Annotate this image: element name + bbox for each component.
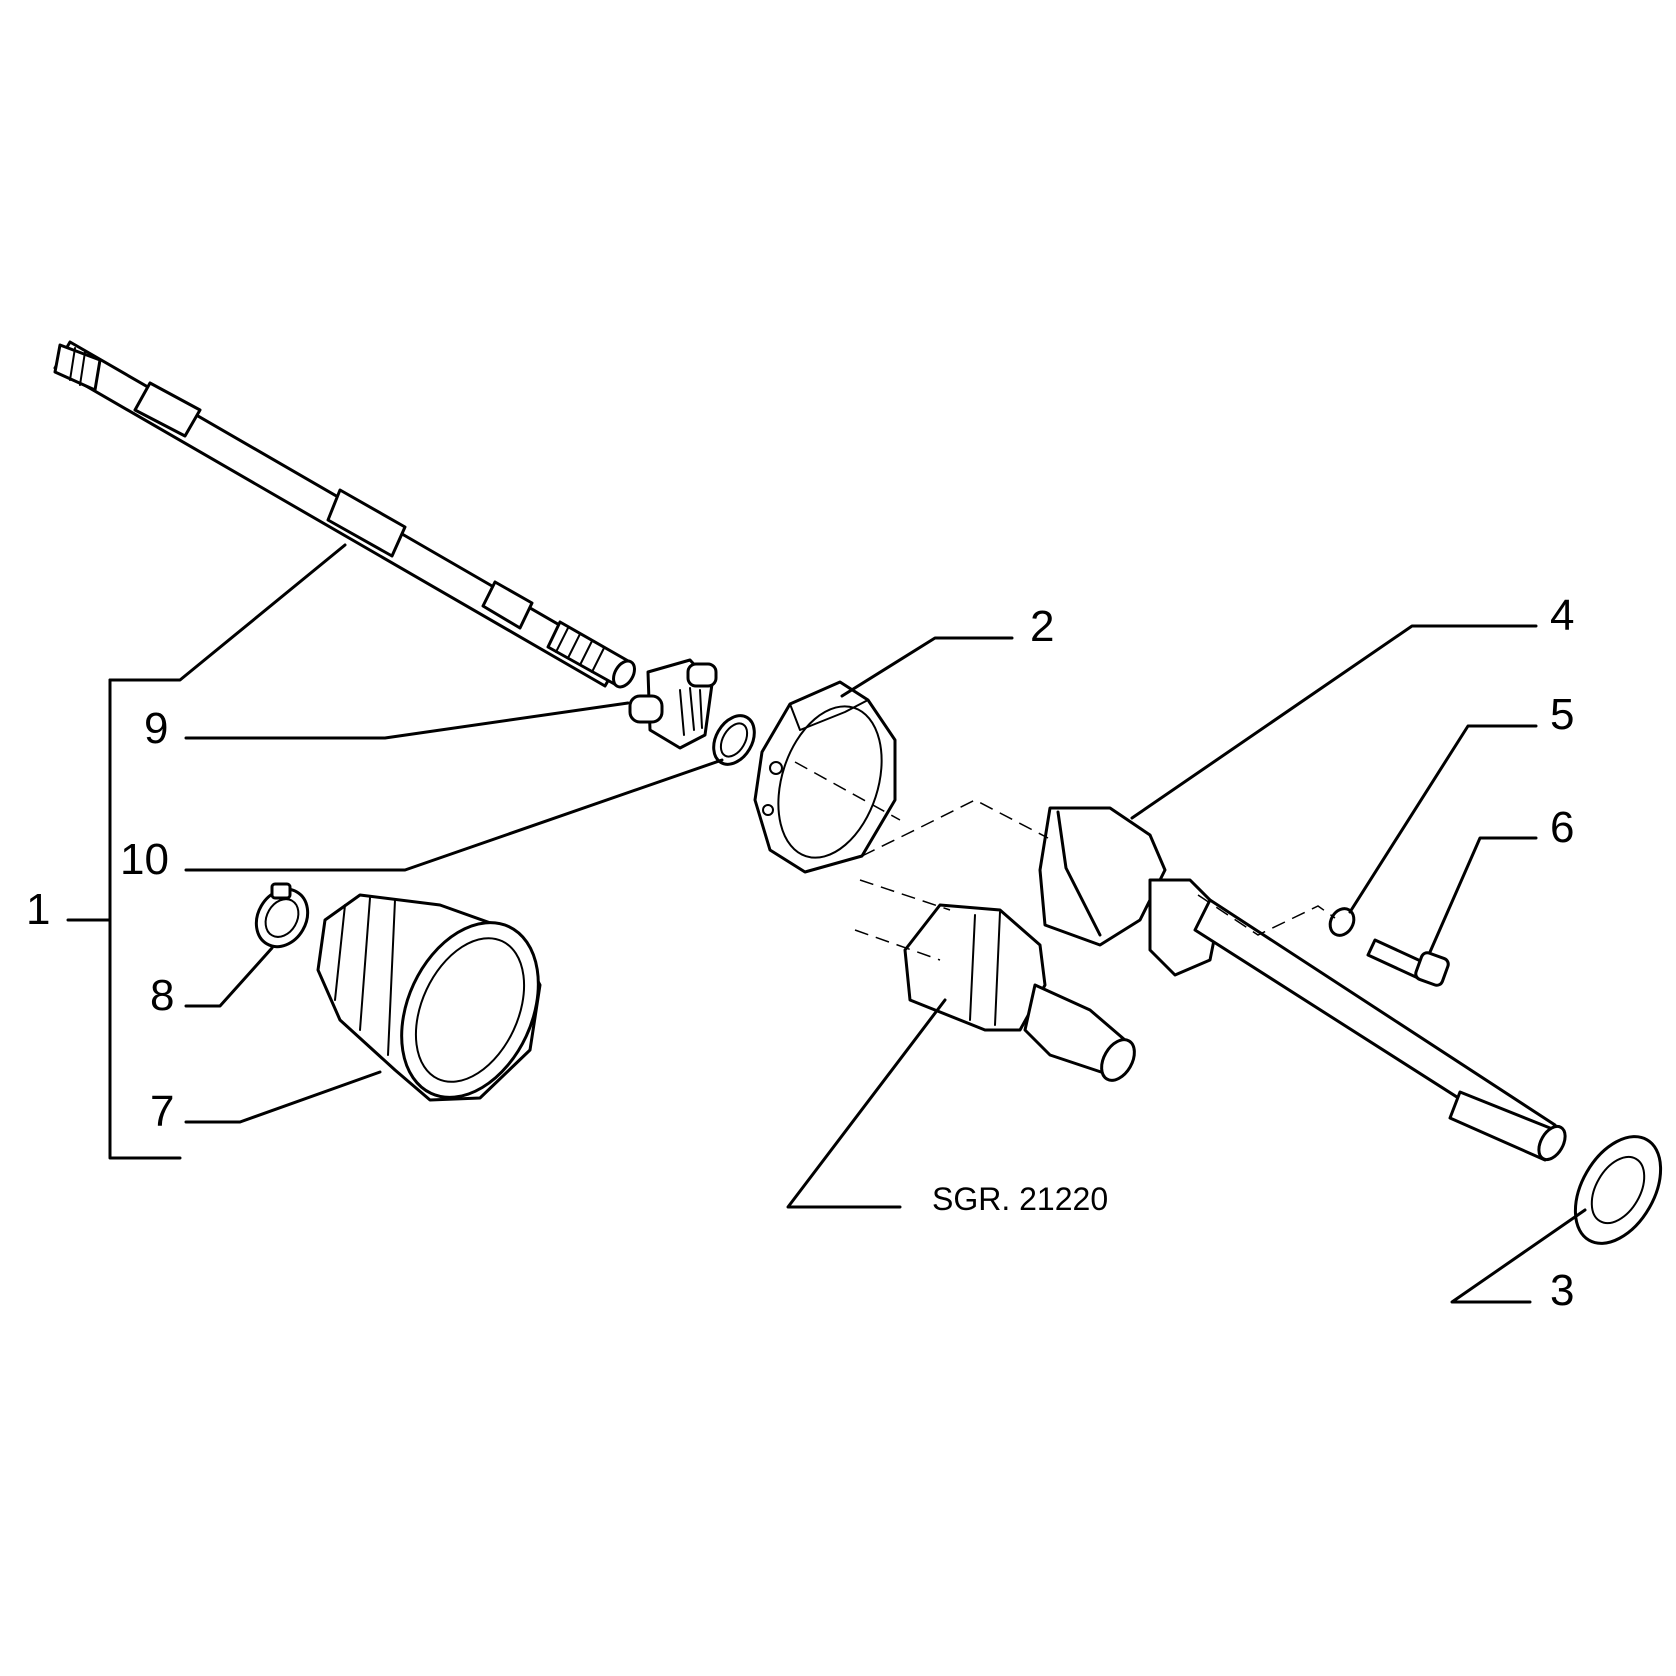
tripod-joint (628, 658, 718, 750)
callout-9: 9 (144, 704, 168, 753)
callout-4: 4 (1550, 591, 1574, 640)
callout-1: 1 (26, 885, 50, 934)
dust-washer (1573, 1135, 1663, 1245)
reference-label: SGR. 21220 (932, 1181, 1108, 1217)
o-ring (1328, 907, 1356, 937)
cv-boot (316, 893, 542, 1102)
callout-8: 8 (150, 971, 174, 1020)
hose-clamp (254, 882, 310, 949)
callout-2: 2 (1030, 602, 1054, 651)
callout-10: 10 (120, 835, 169, 884)
leader-lines (66, 543, 1587, 1304)
callout-7: 7 (150, 1087, 174, 1136)
circlip (712, 714, 756, 766)
bolt (1366, 938, 1450, 987)
bearing-bracket (753, 680, 897, 874)
callout-5: 5 (1550, 690, 1574, 739)
reference-joint-assembly (903, 903, 1136, 1082)
drive-shaft (1038, 806, 1567, 1162)
callout-6: 6 (1550, 803, 1574, 852)
axle-shaft (53, 340, 636, 689)
callout-3: 3 (1550, 1266, 1574, 1315)
